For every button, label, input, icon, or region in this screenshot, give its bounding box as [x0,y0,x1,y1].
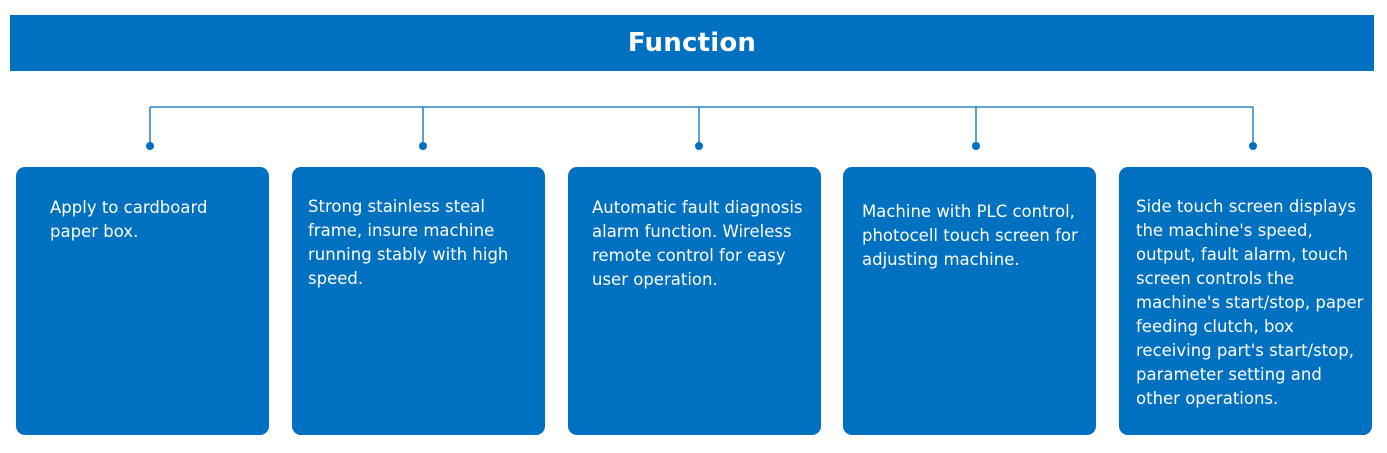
connector-dot-1 [146,142,154,150]
connector-dot-4 [972,142,980,150]
connector-dot-3 [695,142,703,150]
connector-dot-2 [419,142,427,150]
page-title: Function [627,28,757,58]
function-card-2-text: Strong stainless steal frame, insure mac… [308,197,509,288]
function-card-3-text: Automatic fault diagnosis alarm function… [592,198,803,289]
function-header-bar: Function [10,15,1374,71]
function-card-4-text: Machine with PLC control, photocell touc… [862,202,1078,269]
function-card-2: Strong stainless steal frame, insure mac… [292,167,545,435]
function-card-3: Automatic fault diagnosis alarm function… [568,167,821,435]
function-card-5-text: Side touch screen displays the machine's… [1136,197,1364,408]
function-card-1-text: Apply to cardboard paper box. [50,198,208,241]
function-card-4: Machine with PLC control, photocell touc… [843,167,1096,435]
connector-dot-5 [1249,142,1257,150]
function-card-5: Side touch screen displays the machine's… [1119,167,1372,435]
function-card-1: Apply to cardboard paper box. [16,167,269,435]
